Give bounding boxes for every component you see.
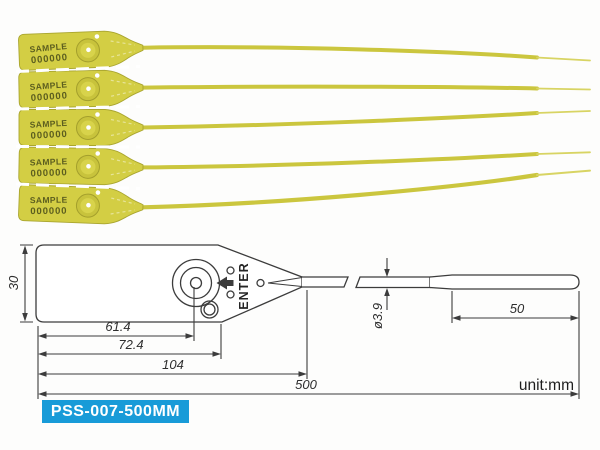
arrowhead [38,391,47,397]
seal-strap-tip [536,56,591,62]
lock-button-highlight [86,164,91,169]
aux-circle-outer [200,300,219,319]
dim-label-50: 50 [510,301,525,316]
dim-label-104: 104 [162,357,184,372]
product-code-badge: PSS-007-500MM [42,400,189,423]
seal-strap-tip [536,110,591,114]
aux-circle-inner [203,303,216,316]
seal-photo-5: SAMPLE 000000 [18,184,144,225]
lock-button-highlight [86,202,91,208]
dim-30: 30 [6,244,33,323]
arrowhead [38,351,47,357]
arrowhead [452,315,461,321]
seal-photo-2: SAMPLE 000000 [18,69,144,109]
dim-label-61-4: 61.4 [105,319,130,334]
arrowhead [22,313,28,322]
dim-72-4: 72.4 [38,324,222,359]
enter-label: ENTER [237,262,251,309]
guide-hole-top [226,266,235,275]
seal-straps [140,45,591,210]
tag-separator [15,65,141,73]
mold-line [110,40,136,58]
seal-strap [141,111,539,130]
lock-button-highlight [86,86,91,91]
mold-line [110,197,136,215]
arrowhead [570,391,579,397]
lock-button-highlight [86,47,91,53]
arrowhead [22,245,28,254]
pin-dot [95,151,101,156]
seal-strap [141,84,539,91]
guide-hole-bottom [226,290,235,299]
seal-photo-3: SAMPLE 000000 [18,109,144,146]
product-code-text: PSS-007-500MM [50,403,181,420]
strap-tip-section [429,274,580,290]
arrowhead [384,288,390,296]
pin-dot [94,34,100,39]
pin-dot [95,190,101,195]
tag-separator [15,182,141,190]
tag-separator [15,145,141,149]
lock-circle-middle [179,266,213,300]
seal-photo-1: SAMPLE 000000 [18,30,144,71]
dim-104: 104 [38,290,308,379]
lock-circle-inner [189,276,203,290]
dim-label-500: 500 [295,377,317,392]
drawing-tag-outline [35,244,303,323]
mold-line [110,79,136,97]
insert-arrow-icon [216,276,234,290]
dim-label-30: 30 [6,275,21,290]
seal-strap [140,172,540,210]
dim-50: 50 [451,291,579,323]
seal-photo-group: SAMPLE 000000 SAMPLE 000000 SAMPLE [15,30,591,225]
serial-text: 000000 [30,90,68,104]
arrowhead [185,333,194,339]
extension-line [20,244,33,323]
arrowhead [38,333,47,339]
mold-line [110,158,136,176]
arrowhead [570,315,579,321]
unit-label: unit:mm [519,377,574,394]
seal-photo-4: SAMPLE 000000 [18,146,144,186]
technical-drawing: ENTER 30 61.4 72.4 [6,244,580,399]
sample-text: SAMPLE [29,118,67,130]
guide-hole-right [256,278,265,288]
mold-line [110,118,136,137]
tag-separator [15,105,141,111]
dim-label-dia-3-9: ø3.9 [370,303,385,329]
serial-text: 000000 [30,129,68,142]
serial-text: 000000 [30,167,67,179]
arrowhead [384,269,390,277]
arrowhead [212,351,221,357]
seal-strap [141,152,539,170]
seal-strap-tip [536,87,591,91]
arrowhead [38,371,47,377]
arrowhead [298,371,307,377]
pin-dot [94,73,100,78]
dim-61-4: 61.4 [38,287,195,341]
sample-text: SAMPLE [29,79,67,92]
dim-500: 500 [38,291,580,399]
strap-segment-1 [302,276,349,288]
strap-tip-wedge [267,276,303,288]
pin-dot [95,112,100,117]
sample-text: SAMPLE [30,156,68,167]
serial-text: 000000 [30,52,68,66]
lock-button-highlight [86,125,91,130]
seal-strap-tip [536,151,591,155]
serial-text: 000000 [30,206,67,218]
dim-dia-3-9: ø3.9 [370,258,390,329]
tag-separators [15,65,141,190]
sample-text: SAMPLE [30,195,68,206]
dim-label-72-4: 72.4 [118,337,143,352]
seal-strap [141,45,539,60]
strap-segment-2 [355,276,431,289]
seal-strap-tip [536,169,591,176]
sample-text: SAMPLE [29,41,68,54]
